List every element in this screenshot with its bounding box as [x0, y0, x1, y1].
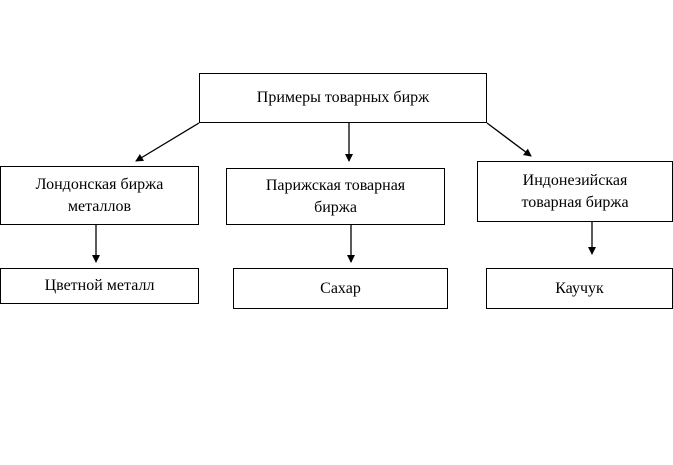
exchange-node-london: Лондонская биржа металлов [0, 166, 199, 225]
exchange-node-london-label-line2: металлов [67, 197, 132, 215]
arrow-root-to-indonesia [486, 122, 532, 157]
commodity-node-paris-label: Сахар [320, 279, 361, 297]
exchange-node-paris-label-line1: Парижская товарная [265, 176, 406, 194]
exchange-node-paris: Парижская товарная биржа [226, 168, 445, 225]
arrow-root-to-london [135, 122, 200, 162]
commodity-node-indonesia-label: Каучук [555, 279, 604, 297]
exchange-node-paris-label-line2: биржа [314, 198, 357, 216]
commodity-node-london-label: Цветной металл [44, 277, 155, 294]
exchange-node-indonesia-label-line2: товарная биржа [521, 193, 629, 211]
exchange-node-indonesia-label-line1: Индонезийская [522, 171, 628, 189]
exchange-node-indonesia: Индонезийская товарная биржа [477, 161, 673, 222]
exchange-node-london-label-line1: Лондонская биржа [35, 175, 164, 193]
commodity-node-paris: Сахар [233, 268, 448, 309]
commodity-node-london: Цветной металл [0, 268, 199, 304]
commodity-node-indonesia: Каучук [486, 268, 673, 309]
root-node-label: Примеры товарных бирж [256, 89, 430, 106]
root-node: Примеры товарных бирж [199, 73, 487, 123]
